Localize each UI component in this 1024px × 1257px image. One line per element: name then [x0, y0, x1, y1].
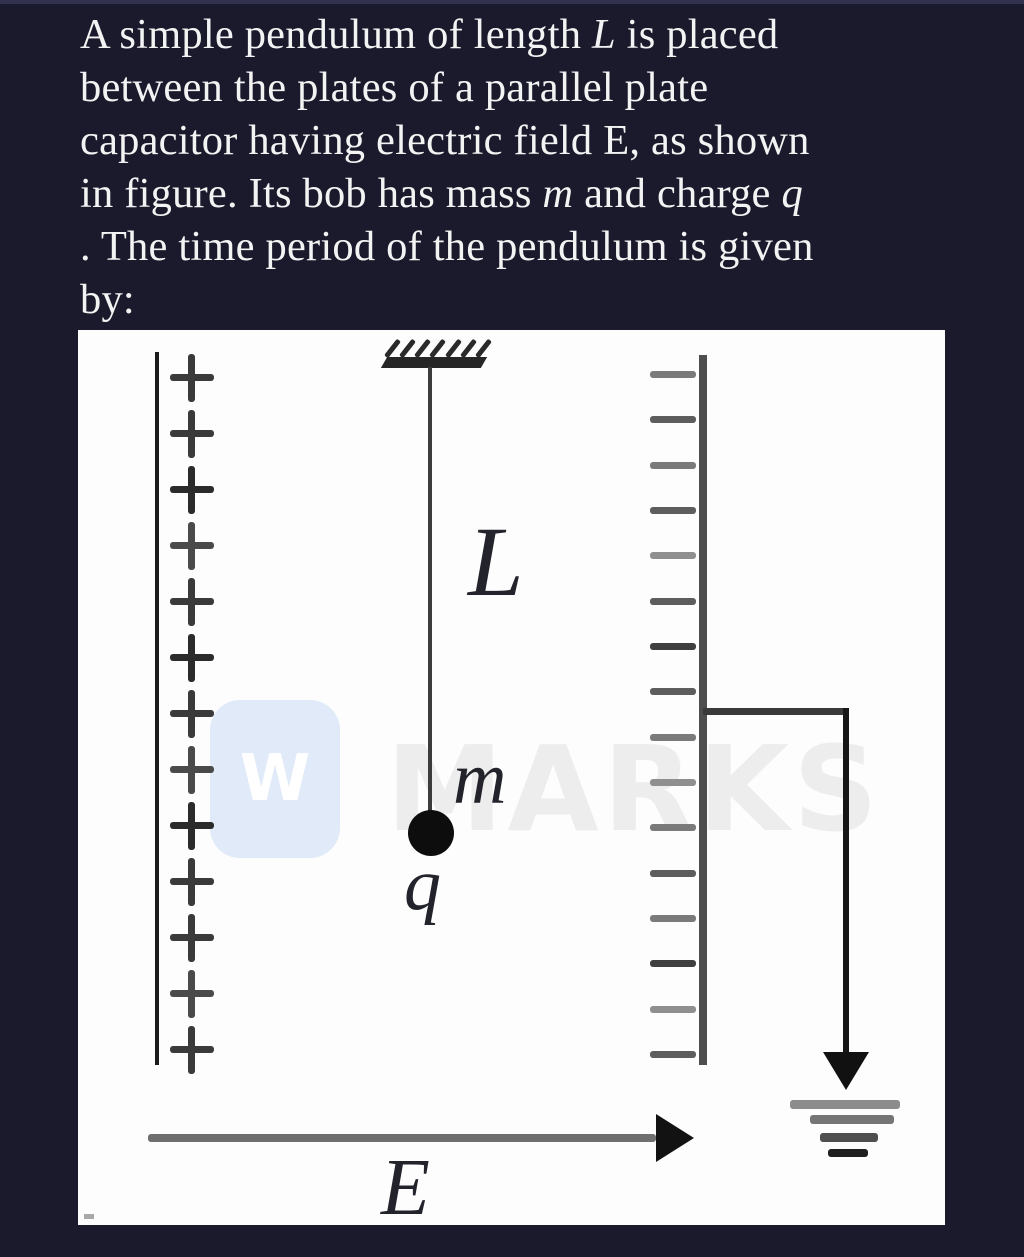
variable-L: L [592, 11, 616, 58]
text-segment: by: [80, 276, 135, 323]
plus-icon [170, 690, 214, 738]
minus-icon [650, 688, 696, 696]
minus-icon [650, 960, 696, 968]
ground-symbol-bar [828, 1149, 868, 1157]
minus-icon [650, 506, 696, 514]
minus-icon [650, 733, 696, 741]
positive-plate-line [155, 352, 159, 1065]
field-arrow-line [148, 1134, 656, 1142]
negative-charge-signs [650, 371, 696, 1058]
hatch-stroke-icon [429, 338, 447, 359]
minus-icon [650, 642, 696, 650]
minus-icon [650, 824, 696, 832]
label-mass-m: m [453, 738, 507, 820]
watermark-text: MARKS [386, 720, 883, 858]
minus-icon [650, 552, 696, 560]
figure-panel: W MARKS L m q E [78, 330, 945, 1232]
pendulum-string [428, 367, 432, 822]
minus-icon [650, 416, 696, 424]
label-field-E: E [381, 1144, 430, 1232]
minus-icon [650, 869, 696, 877]
plus-icon [170, 522, 214, 570]
watermark-logo-letter: W [239, 742, 311, 816]
question-line: capacitor having electric field E, as sh… [80, 114, 960, 167]
ground-symbol-bar [790, 1100, 900, 1109]
pendulum-bob [408, 810, 454, 856]
plus-icon [170, 354, 214, 402]
plus-icon [170, 466, 214, 514]
down-arrowhead-icon [823, 1052, 869, 1090]
question-line: A simple pendulum of length L is placed [80, 8, 960, 61]
hatch-stroke-icon [475, 338, 492, 359]
text-segment: . The time period of the pendulum is giv… [80, 223, 814, 270]
plus-icon [170, 746, 214, 794]
question-line: in figure. Its bob has mass m and charge… [80, 167, 960, 220]
right-arrowhead-icon [656, 1114, 694, 1162]
ground-symbol-bar [810, 1115, 894, 1124]
minus-icon [650, 914, 696, 922]
plus-icon [170, 410, 214, 458]
question-text: A simple pendulum of length L is placed … [80, 8, 960, 326]
watermark-logo: W [210, 700, 340, 858]
ground-symbol-bar [820, 1133, 878, 1142]
hatch-stroke-icon [444, 338, 462, 359]
plus-icon [170, 578, 214, 626]
minus-icon [650, 1050, 696, 1058]
text-segment: and charge [573, 170, 782, 217]
plus-icon [170, 634, 214, 682]
text-segment: capacitor having electric field E, as sh… [80, 117, 810, 164]
text-segment: is placed [615, 11, 779, 58]
plus-icon [170, 1026, 214, 1074]
ground-wire-vertical [843, 708, 849, 1053]
minus-icon [650, 461, 696, 469]
label-length-L: L [468, 506, 524, 617]
hatch-stroke-icon [459, 338, 477, 359]
question-line: by: [80, 273, 960, 326]
minus-icon [650, 778, 696, 786]
ceiling-support-bar [380, 357, 488, 368]
plus-icon [170, 858, 214, 906]
plus-icon [170, 802, 214, 850]
minus-icon [650, 371, 696, 378]
hatch-stroke-icon [384, 338, 401, 359]
scan-artifact [84, 1214, 94, 1219]
question-line: between the plates of a parallel plate [80, 61, 960, 114]
plus-icon [170, 970, 214, 1018]
text-segment: between the plates of a parallel plate [80, 64, 709, 111]
text-segment: in figure. Its bob has mass [80, 170, 543, 217]
positive-charge-signs [170, 354, 214, 1074]
text-segment: A simple pendulum of length [80, 11, 593, 58]
question-line: . The time period of the pendulum is giv… [80, 220, 960, 273]
top-strip [0, 0, 1024, 4]
minus-icon [650, 597, 696, 605]
plus-icon [170, 914, 214, 962]
variable-m: m [542, 170, 574, 217]
minus-icon [650, 1005, 696, 1013]
hatch-stroke-icon [399, 338, 417, 359]
variable-q: q [781, 170, 803, 217]
label-charge-q: q [404, 844, 441, 926]
ground-wire-horizontal [703, 708, 849, 715]
